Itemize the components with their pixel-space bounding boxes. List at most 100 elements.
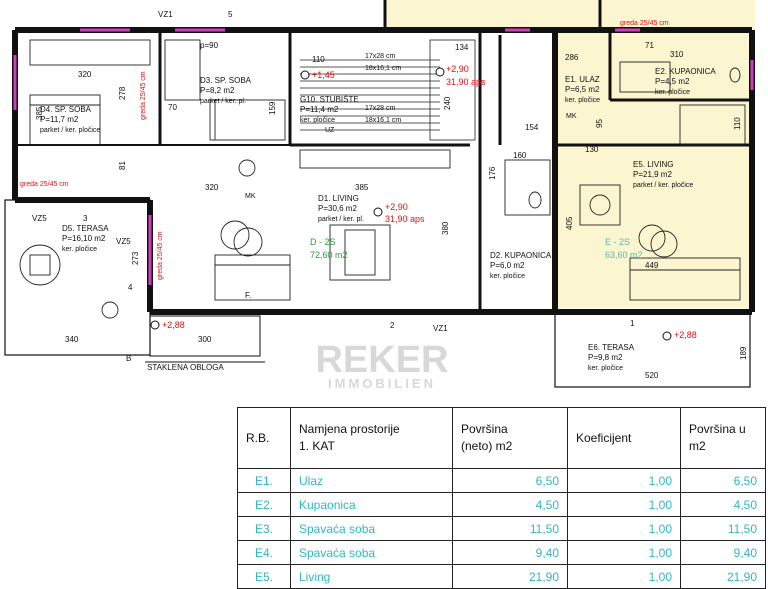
- inner-walls: [18, 0, 752, 310]
- room-name: D1. LIVING: [318, 194, 359, 203]
- room-name: D3. SP. SOBA: [200, 76, 252, 85]
- unit-e-label: E - 2S: [605, 237, 630, 247]
- furniture: [19, 39, 746, 319]
- marker-5: 5: [228, 10, 233, 19]
- room-d2: D2. KUPAONICA P=6,0 m2 ker. pločice: [490, 251, 552, 280]
- level-icon: [373, 207, 383, 217]
- table-row: E2. Kupaonica 4,50 1,00 4,50: [237, 492, 766, 517]
- marker-vz1: VZ1: [433, 324, 448, 333]
- marker-b: B: [126, 354, 131, 363]
- room-area: P=8,2 m2: [200, 86, 235, 95]
- header-koeficijent: Koeficijent: [567, 407, 681, 469]
- cell-name: Spavaća soba: [290, 516, 453, 541]
- marker-mk: MK: [245, 193, 256, 200]
- room-floor: ker. pločice: [300, 117, 335, 124]
- unit-e-area-fill: [555, 28, 750, 308]
- dim: 405: [565, 216, 574, 230]
- header-namjena: Namjena prostorije 1. KAT: [290, 407, 453, 469]
- dim: 278: [118, 86, 127, 100]
- level-icon: [300, 70, 310, 80]
- stair-size-2b: 18x16,1 cm: [365, 117, 401, 124]
- level-3-aps: 31,90 aps: [385, 214, 425, 224]
- room-floor: parket / ker. pločice: [633, 182, 693, 189]
- room-e1: E1. ULAZ P=6,5 m2 ker. pločice: [565, 75, 600, 104]
- level-icon: [435, 67, 445, 77]
- dim: 380: [441, 221, 450, 235]
- table-row: E4. Spavaća soba 9,40 1,00 9,40: [237, 540, 766, 565]
- room-floor: ker. pločice: [588, 365, 623, 372]
- level-4: +2,88: [162, 320, 185, 330]
- marker-mk: MK: [566, 113, 577, 120]
- level-icon: [662, 331, 672, 341]
- room-name: E6. TERASA: [588, 343, 635, 352]
- dim: 189: [739, 346, 748, 360]
- floor-plan: REKER IMMOBILIEN VZ1 5 D4. SP. SOBA P=11…: [4, 0, 755, 391]
- room-area: P=11,7 m2: [40, 115, 79, 124]
- cell-area: 11,50: [452, 516, 568, 541]
- unit-e-area: 63,60 m2: [605, 250, 643, 260]
- marker-4: 4: [128, 283, 133, 292]
- table-header-row: R.B. Namjena prostorije 1. KAT Površina …: [237, 407, 766, 469]
- room-area: P=30,6 m2: [318, 204, 357, 213]
- cell-coef: 1,00: [567, 564, 681, 589]
- cell-coef: 1,00: [567, 492, 681, 517]
- header-namjena-2: 1. KAT: [299, 439, 335, 453]
- dim: 110: [312, 55, 325, 64]
- watermark-reker: REKER: [315, 339, 448, 381]
- room-name: E5. LIVING: [633, 160, 673, 169]
- dim: 286: [565, 53, 579, 62]
- dimensions: 320 320 385 385 110 134 286 310 71 159 3…: [35, 41, 748, 380]
- header-povrsina-2: (neto) m2: [461, 439, 513, 453]
- header-povrsina: Površina (neto) m2: [452, 407, 568, 469]
- cell-rb: E3.: [237, 516, 291, 541]
- room-name: E2. KUPAONICA: [655, 67, 716, 76]
- dim: 449: [645, 261, 659, 270]
- marker-vz5: VZ5: [116, 237, 131, 246]
- cell-name: Living: [290, 564, 453, 589]
- stair-size-1a: 17x28 cm: [365, 53, 396, 60]
- marker-vz5: VZ5: [32, 214, 47, 223]
- room-d1: D1. LIVING P=30,6 m2 parket / ker. pl.: [318, 194, 364, 223]
- cell-rb: E5.: [237, 564, 291, 589]
- dim: 134: [455, 43, 469, 52]
- cell-total: 11,50: [680, 516, 766, 541]
- header-povrsina-u: Površina u m2: [680, 407, 766, 469]
- dim: 320: [205, 183, 219, 192]
- dim: 385: [355, 183, 369, 192]
- beam-label: greda 25/45 cm: [157, 231, 164, 280]
- terrace-e6-outline: [554, 311, 751, 388]
- dim: 81: [118, 161, 127, 170]
- level-icon: [150, 320, 160, 330]
- room-e2: E2. KUPAONICA P=4,5 m2 ker. pločice: [655, 67, 716, 96]
- marker-f: F.: [245, 291, 251, 300]
- room-name: E1. ULAZ: [565, 75, 600, 84]
- level-5: +2,88: [674, 330, 697, 340]
- dim: 273: [131, 251, 140, 265]
- dim: 520: [645, 371, 659, 380]
- cell-area: 9,40: [452, 540, 568, 565]
- cell-name: Spavaća soba: [290, 540, 453, 565]
- level-2: +2,90: [446, 64, 469, 74]
- room-floor: ker. pločice: [62, 246, 97, 253]
- room-floor: ker. pločice: [490, 273, 525, 280]
- cell-coef: 1,00: [567, 540, 681, 565]
- stair-landing: [429, 39, 476, 141]
- marker-3: 3: [83, 214, 88, 223]
- cell-coef: 1,00: [567, 468, 681, 493]
- room-d5: D5. TERASA P=16,10 m2 ker. pločice: [62, 224, 109, 253]
- dim: 95: [595, 119, 604, 128]
- table-row: E1. Ulaz 6,50 1,00 6,50: [237, 468, 766, 493]
- unit-d-area: 72,60 m2: [310, 250, 348, 260]
- header-povrsina-1: Površina: [461, 422, 508, 436]
- room-area: P=16,10 m2: [62, 234, 106, 243]
- room-area: P=11,4 m2: [300, 105, 339, 114]
- cell-rb: E2.: [237, 492, 291, 517]
- balcony-b-outline: [149, 315, 261, 357]
- cell-name: Ulaz: [290, 468, 453, 493]
- dim: 130: [585, 145, 599, 154]
- stair-uz: UZ: [325, 127, 335, 134]
- room-floor: parket / ker. pl.: [200, 98, 246, 105]
- room-area: P=6,5 m2: [565, 85, 600, 94]
- dim: 154: [525, 123, 539, 132]
- level-3: +2,90: [385, 202, 408, 212]
